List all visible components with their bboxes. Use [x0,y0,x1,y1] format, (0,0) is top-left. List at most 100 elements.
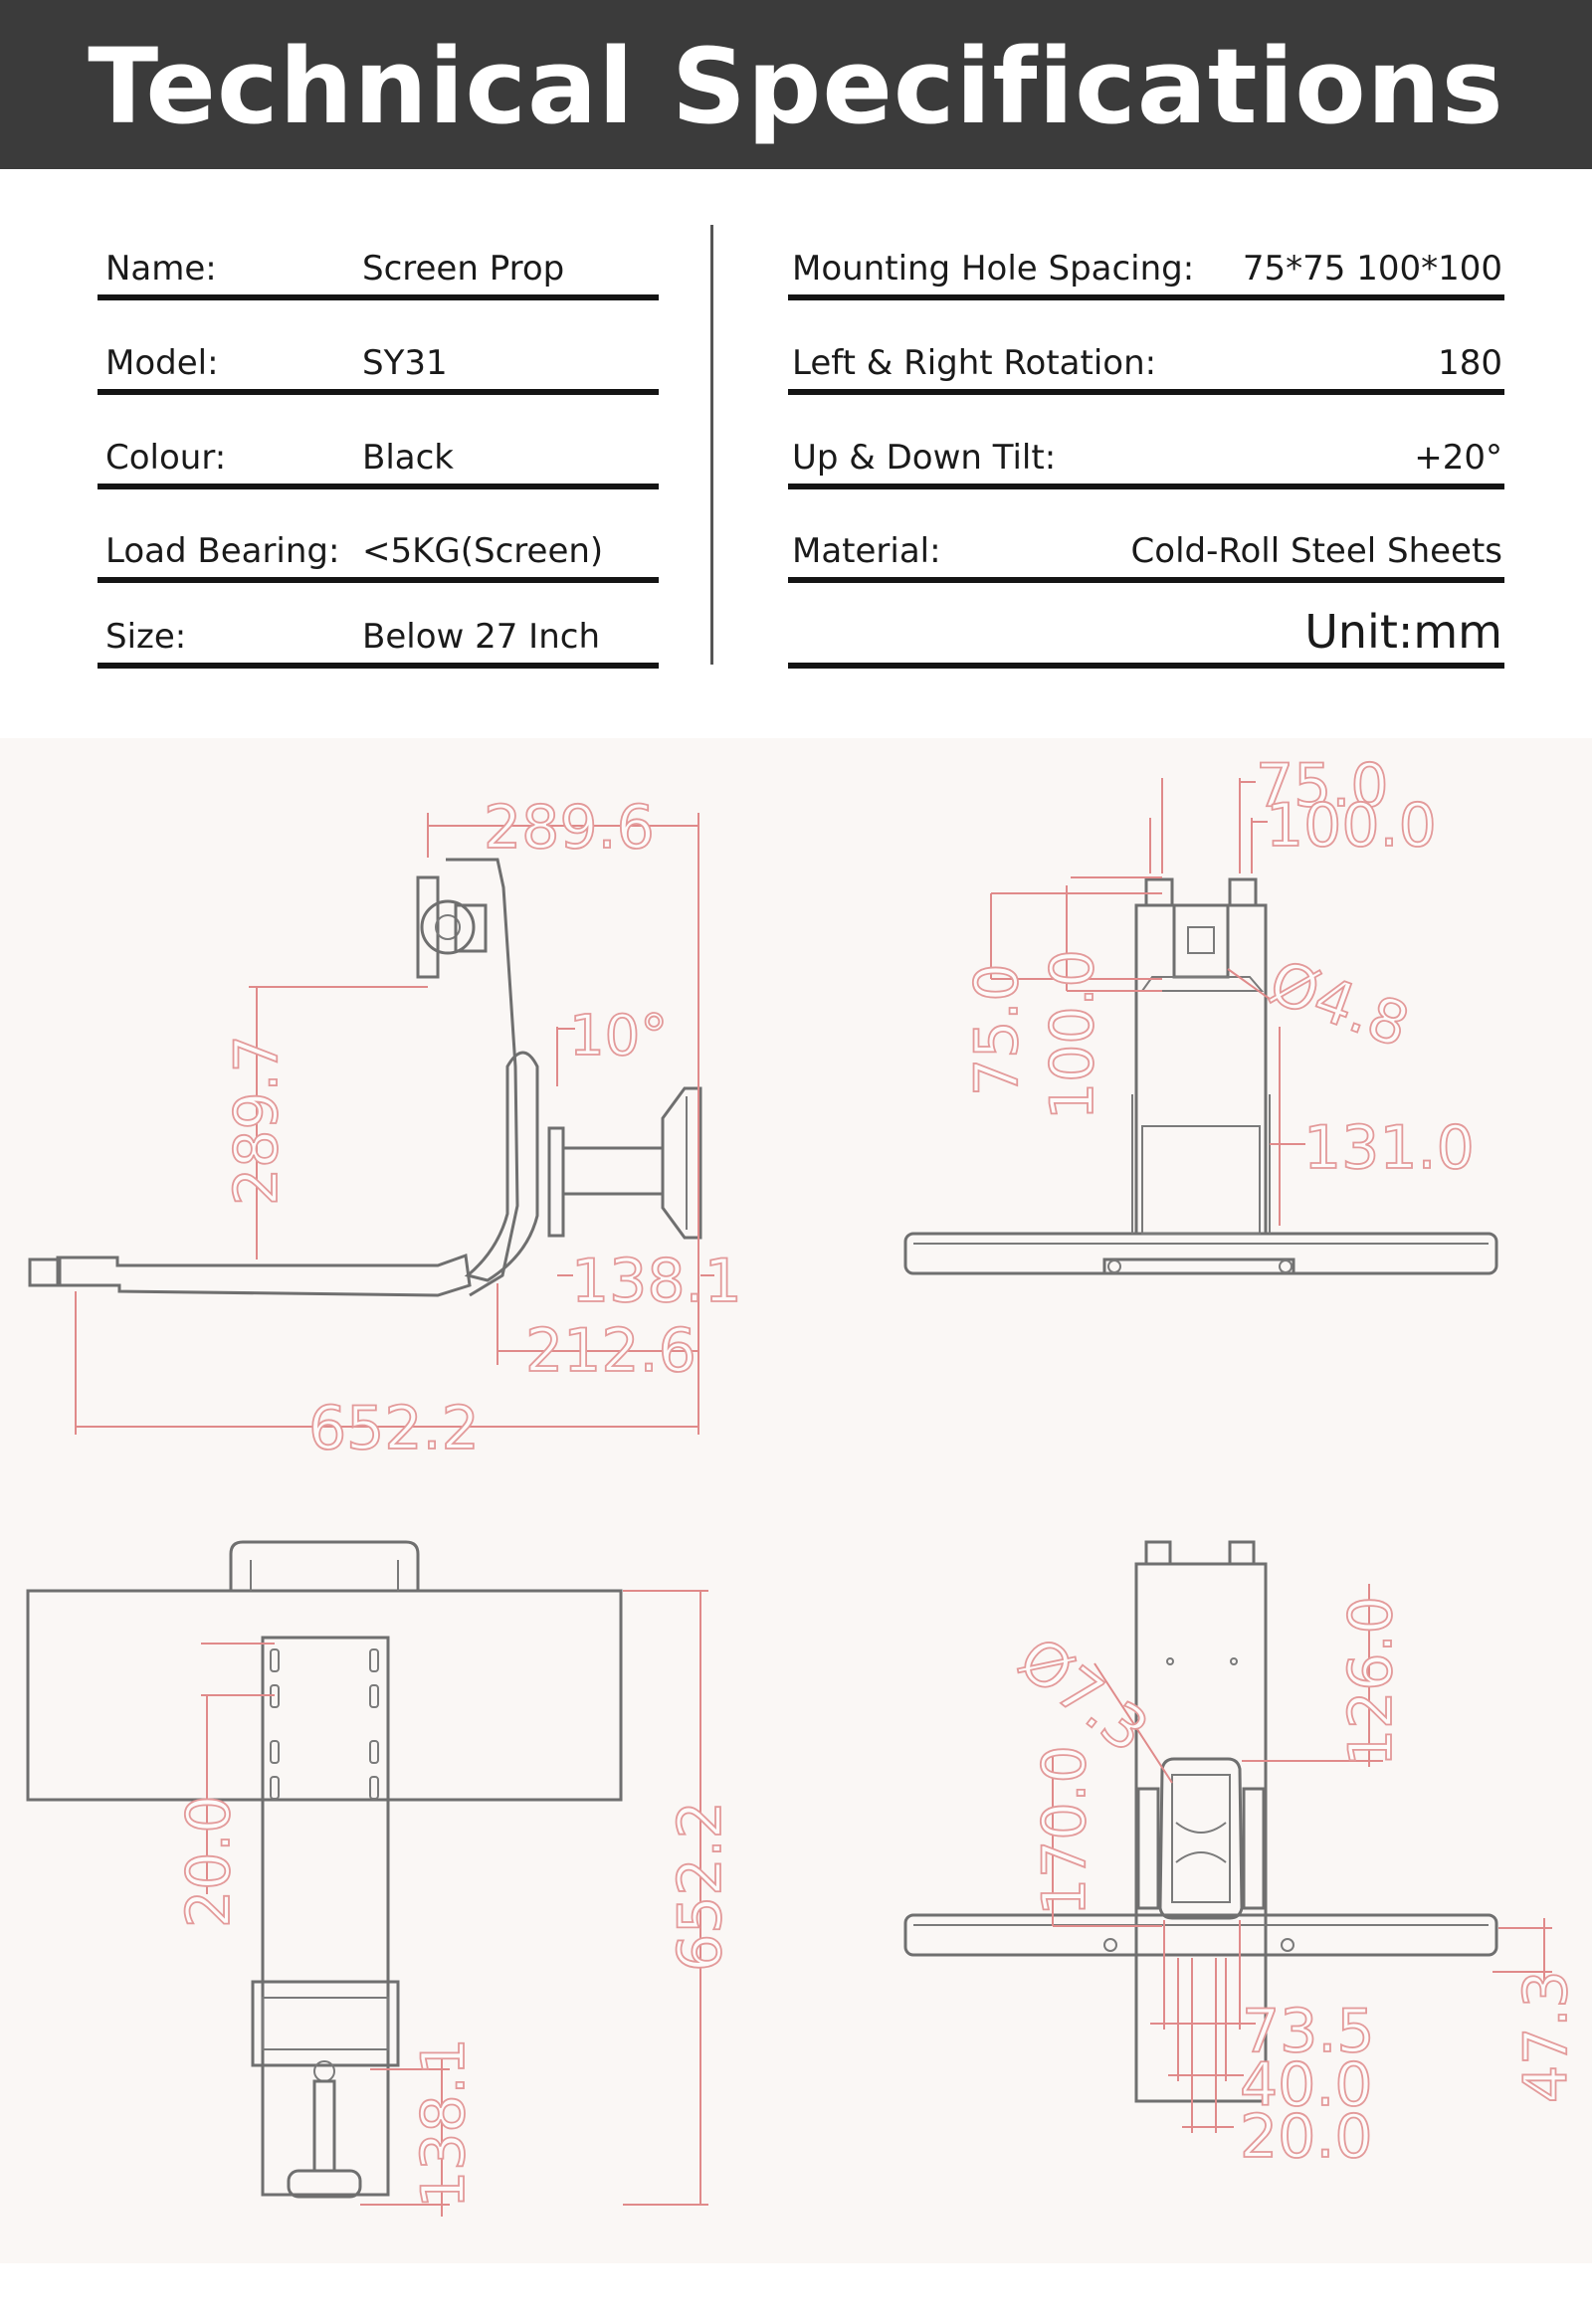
front-view-base-bar [903,1232,1498,1275]
header-banner: Technical Specifications [0,0,1592,169]
top-view-drawing: 20.0 652.2 138.1 [26,1540,736,2217]
top-view-slot [270,1740,280,1764]
front-view-lower-panel [1141,1125,1261,1235]
top-view-upright [261,1636,390,2197]
dim-front-hole-75-vertical: 75.0 [962,963,1032,1096]
spec-label: Left & Right Rotation: [792,343,1157,383]
front-view-drawing: 75.0 100.0 75.0 100.0 Ø4.8 131.0 [903,750,1498,1275]
dim-front-hole-100: 100.0 [1266,791,1437,861]
spec-value: Cold-Roll Steel Sheets [1130,531,1502,571]
bottom-view-side-bracket [1136,1787,1160,1910]
spec-label: Up & Down Tilt: [792,438,1057,478]
dim-top-foot: 138.1 [409,2037,479,2209]
side-view-curved-arm [464,1051,539,1282]
spec-value: SY31 [362,343,448,383]
unit-label: Unit:mm [1304,605,1502,659]
dim-front-hole-diameter: Ø4.8 [1261,947,1418,1062]
top-view-slot [369,1776,379,1800]
side-view-tilt-knob [420,899,476,955]
side-view-end-cap [28,1258,62,1287]
dim-bottom-clamp: 47.3 [1511,1970,1581,2103]
dim-side-base-offset: 212.6 [525,1316,696,1386]
dim-front-hole-75: 75.0 [1256,751,1389,821]
front-view-bolt [1107,1259,1121,1273]
bottom-view-hole [1230,1657,1238,1665]
dim-bottom-height-126: 126.0 [1336,1596,1406,1767]
spec-value: Below 27 Inch [362,617,600,657]
dim-bottom-width-40: 40.0 [1240,2050,1373,2120]
spec-row-name: Name: Screen Prop [98,203,659,300]
spec-label: Model: [105,343,219,383]
bottom-view-clamp-inner [1171,1774,1231,1903]
dim-front-hole-100-vertical: 100.0 [1038,949,1107,1120]
spec-row-size: Size: Below 27 Inch [98,571,659,669]
top-view-base-plate [26,1589,623,1802]
spec-value: 75*75 100*100 [1242,249,1502,289]
dim-bottom-width-20: 20.0 [1240,2102,1373,2172]
spec-value: <5KG(Screen) [362,531,604,571]
side-view-base-rail [56,1253,472,1297]
dim-line [1094,1662,1173,1784]
spec-label: Mounting Hole Spacing: [792,249,1195,289]
bottom-view-clamp-plate [1158,1757,1244,1920]
side-view-vesa-plate [416,875,440,979]
dim-top-slot-spacing: 20.0 [174,1795,244,1928]
side-view-arm-tube [561,1146,665,1196]
bottom-view-upright [1134,1562,1268,2103]
bottom-view-bolt [1103,1938,1117,1952]
bottom-view-drawing: Ø7.3 126.0 170.0 73.5 40.0 20.0 47.3 [903,1540,1582,2173]
top-view-slot [369,1740,379,1764]
spec-value: 180 [1438,343,1502,383]
spec-value: +20° [1414,438,1502,478]
side-view-hinge [454,903,488,953]
drawing-area [0,738,1592,2263]
spec-row-mounting-hole: Mounting Hole Spacing: 75*75 100*100 [788,203,1504,300]
technical-drawings: 289.6 289.7 10° 138.1 212.6 652.2 [26,750,1582,2217]
column-divider [710,225,713,665]
spec-row-load-bearing: Load Bearing: <5KG(Screen) [98,485,659,583]
top-view-handle [229,1540,420,1591]
spec-label: Material: [792,531,941,571]
front-view-tab [1228,877,1258,907]
dim-bottom-height-170: 170.0 [1030,1745,1099,1916]
spec-value: Screen Prop [362,249,565,289]
spec-row-tilt: Up & Down Tilt: +20° [788,392,1504,489]
front-view-plate-foot [1140,976,1265,992]
spec-value: Black [362,438,454,478]
page-title: Technical Specifications [88,26,1504,147]
top-view-screw-knob [287,2169,362,2199]
spec-label: Size: [105,617,187,657]
side-view-drawing: 289.6 289.7 10° 138.1 212.6 652.2 [28,792,743,1464]
spec-row-unit: Unit:mm [788,571,1504,669]
dim-line [1227,968,1271,1000]
spec-row-model: Model: SY31 [98,297,659,395]
front-view-upright [1134,903,1268,1236]
bottom-view-tab [1228,1540,1256,1566]
top-view-slot [270,1648,280,1672]
spec-label: Load Bearing: [105,531,340,571]
bottom-view-bolt [1281,1938,1294,1952]
top-view-slot [369,1648,379,1672]
dim-front-height: 131.0 [1303,1113,1475,1183]
spec-row-material: Material: Cold-Roll Steel Sheets [788,485,1504,583]
front-view-plate-window [1187,926,1215,954]
front-view-vesa-plate [1172,903,1230,979]
bottom-view-hole [1166,1657,1174,1665]
dim-bottom-width-73: 73.5 [1242,1997,1375,2066]
top-view-clamp-inner [262,1997,389,2050]
bottom-view-clamp-detail [1175,1822,1227,1863]
dim-side-tilt: 10° [569,1004,668,1068]
top-view-clamp-housing [251,1980,400,2067]
spec-row-colour: Colour: Black [98,392,659,489]
dim-side-height: 289.7 [222,1035,292,1206]
dim-side-top-width: 289.6 [484,793,655,863]
spec-row-rotation: Left & Right Rotation: 180 [788,297,1504,395]
top-view-slot [270,1776,280,1800]
front-view-clamp-bracket [1102,1258,1295,1275]
dim-side-arm: 138.1 [571,1247,742,1316]
bottom-view-base-bar [903,1913,1498,1957]
side-view-upright [446,858,519,1297]
side-view-joint-plate [547,1126,565,1238]
spec-label: Colour: [105,438,227,478]
side-view-tilt-knob-inner [435,914,461,940]
